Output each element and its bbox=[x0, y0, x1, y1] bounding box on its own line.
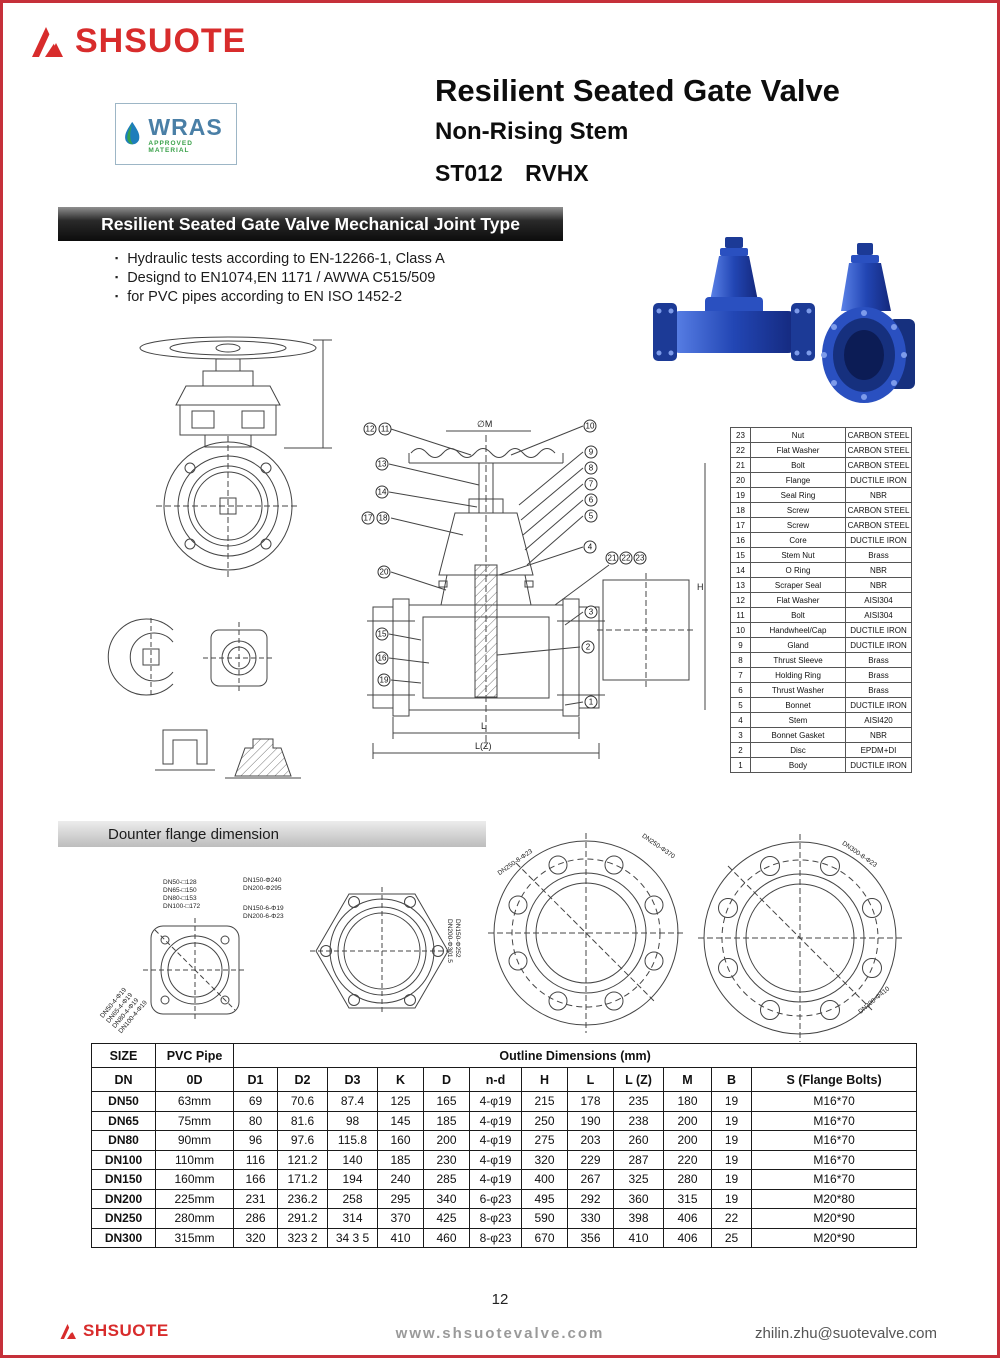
wras-title: WRAS bbox=[148, 113, 223, 140]
dim-col-header: D bbox=[423, 1067, 470, 1092]
feature-item: for PVC pipes according to EN ISO 1452-2 bbox=[115, 287, 445, 306]
col-outline-dimensions: Outline Dimensions (mm) bbox=[232, 1043, 918, 1068]
square-flange-drawing bbox=[143, 918, 247, 1022]
dim-col-header: K bbox=[377, 1067, 424, 1092]
col-size: SIZE bbox=[91, 1043, 156, 1068]
dim-col-header: D2 bbox=[277, 1067, 328, 1092]
footer-email[interactable]: zhilin.zhu@suotevalve.com bbox=[755, 1325, 937, 1342]
front-view-drawing bbox=[139, 336, 332, 580]
dim-col-header: M bbox=[663, 1067, 712, 1092]
model-code: ST012 RVHX bbox=[435, 160, 589, 186]
dim-label-top: ∅M bbox=[477, 419, 492, 429]
dim-col-header: H bbox=[521, 1067, 568, 1092]
section-banner: Resilient Seated Gate Valve Mechanical J… bbox=[58, 207, 563, 241]
dim-col-header: L (Z) bbox=[613, 1067, 664, 1092]
brand-logo-text: SHSUOTE bbox=[75, 21, 247, 60]
cross-section-drawing: ∅M bbox=[367, 419, 706, 759]
round-flange-300-drawing bbox=[698, 834, 902, 1042]
dim-label-LZ: L(Z) bbox=[475, 741, 492, 751]
feature-list: Hydraulic tests according to EN-12266-1,… bbox=[115, 249, 445, 306]
dim-label-H: H bbox=[697, 582, 704, 592]
detail-parts-drawing bbox=[107, 618, 301, 779]
dim-col-header: L bbox=[567, 1067, 614, 1092]
round-flange-250-drawing bbox=[488, 833, 684, 1033]
flange-section-title: Dounter flange dimension bbox=[58, 821, 486, 847]
wras-badge: WRAS APPROVED MATERIAL bbox=[115, 103, 237, 165]
feature-item: Hydraulic tests according to EN-12266-1,… bbox=[115, 249, 445, 268]
dim-col-header: D3 bbox=[327, 1067, 378, 1092]
dim-col-header: S (Flange Bolts) bbox=[750, 1067, 918, 1092]
footer-logo: SHSUOTE bbox=[59, 1321, 169, 1341]
size-table-header-row: SIZE PVC Pipe Outline Dimensions (mm) bbox=[91, 1043, 918, 1068]
dim-label-L: L bbox=[481, 721, 486, 731]
brand-logo-icon bbox=[32, 27, 63, 57]
dimension-table: SIZE PVC Pipe Outline Dimensions (mm) DN… bbox=[91, 1043, 918, 1248]
hex-flange-drawing bbox=[310, 887, 454, 1015]
product-photo bbox=[653, 237, 915, 403]
page-title: Resilient Seated Gate Valve bbox=[435, 73, 840, 108]
footer-bar: SHSUOTE www.shsuotevalve.com zhilin.zhu@… bbox=[3, 1319, 997, 1351]
page-subtitle: Non-Rising Stem bbox=[435, 118, 629, 145]
dim-col-header: B bbox=[711, 1067, 752, 1092]
wras-subtitle: APPROVED MATERIAL bbox=[148, 139, 193, 154]
page-number: 12 bbox=[491, 1291, 509, 1308]
footer-logo-icon bbox=[60, 1324, 76, 1339]
footer-logo-text: SHSUOTE bbox=[83, 1321, 169, 1340]
col-pvc-pipe: PVC Pipe bbox=[155, 1043, 234, 1068]
dim-col-header: n-d bbox=[469, 1067, 522, 1092]
dim-col-header: D1 bbox=[233, 1067, 278, 1092]
wras-text: WRAS APPROVED MATERIAL bbox=[148, 115, 231, 154]
brand-logo: SHSUOTE bbox=[29, 21, 246, 61]
water-drop-icon bbox=[125, 121, 140, 145]
col-dn: DN bbox=[91, 1067, 156, 1092]
feature-item: Designd to EN1074,EN 1171 / AWWA C515/50… bbox=[115, 268, 445, 287]
col-od: 0D bbox=[155, 1067, 234, 1092]
footer-website[interactable]: www.shsuotevalve.com bbox=[395, 1325, 605, 1342]
